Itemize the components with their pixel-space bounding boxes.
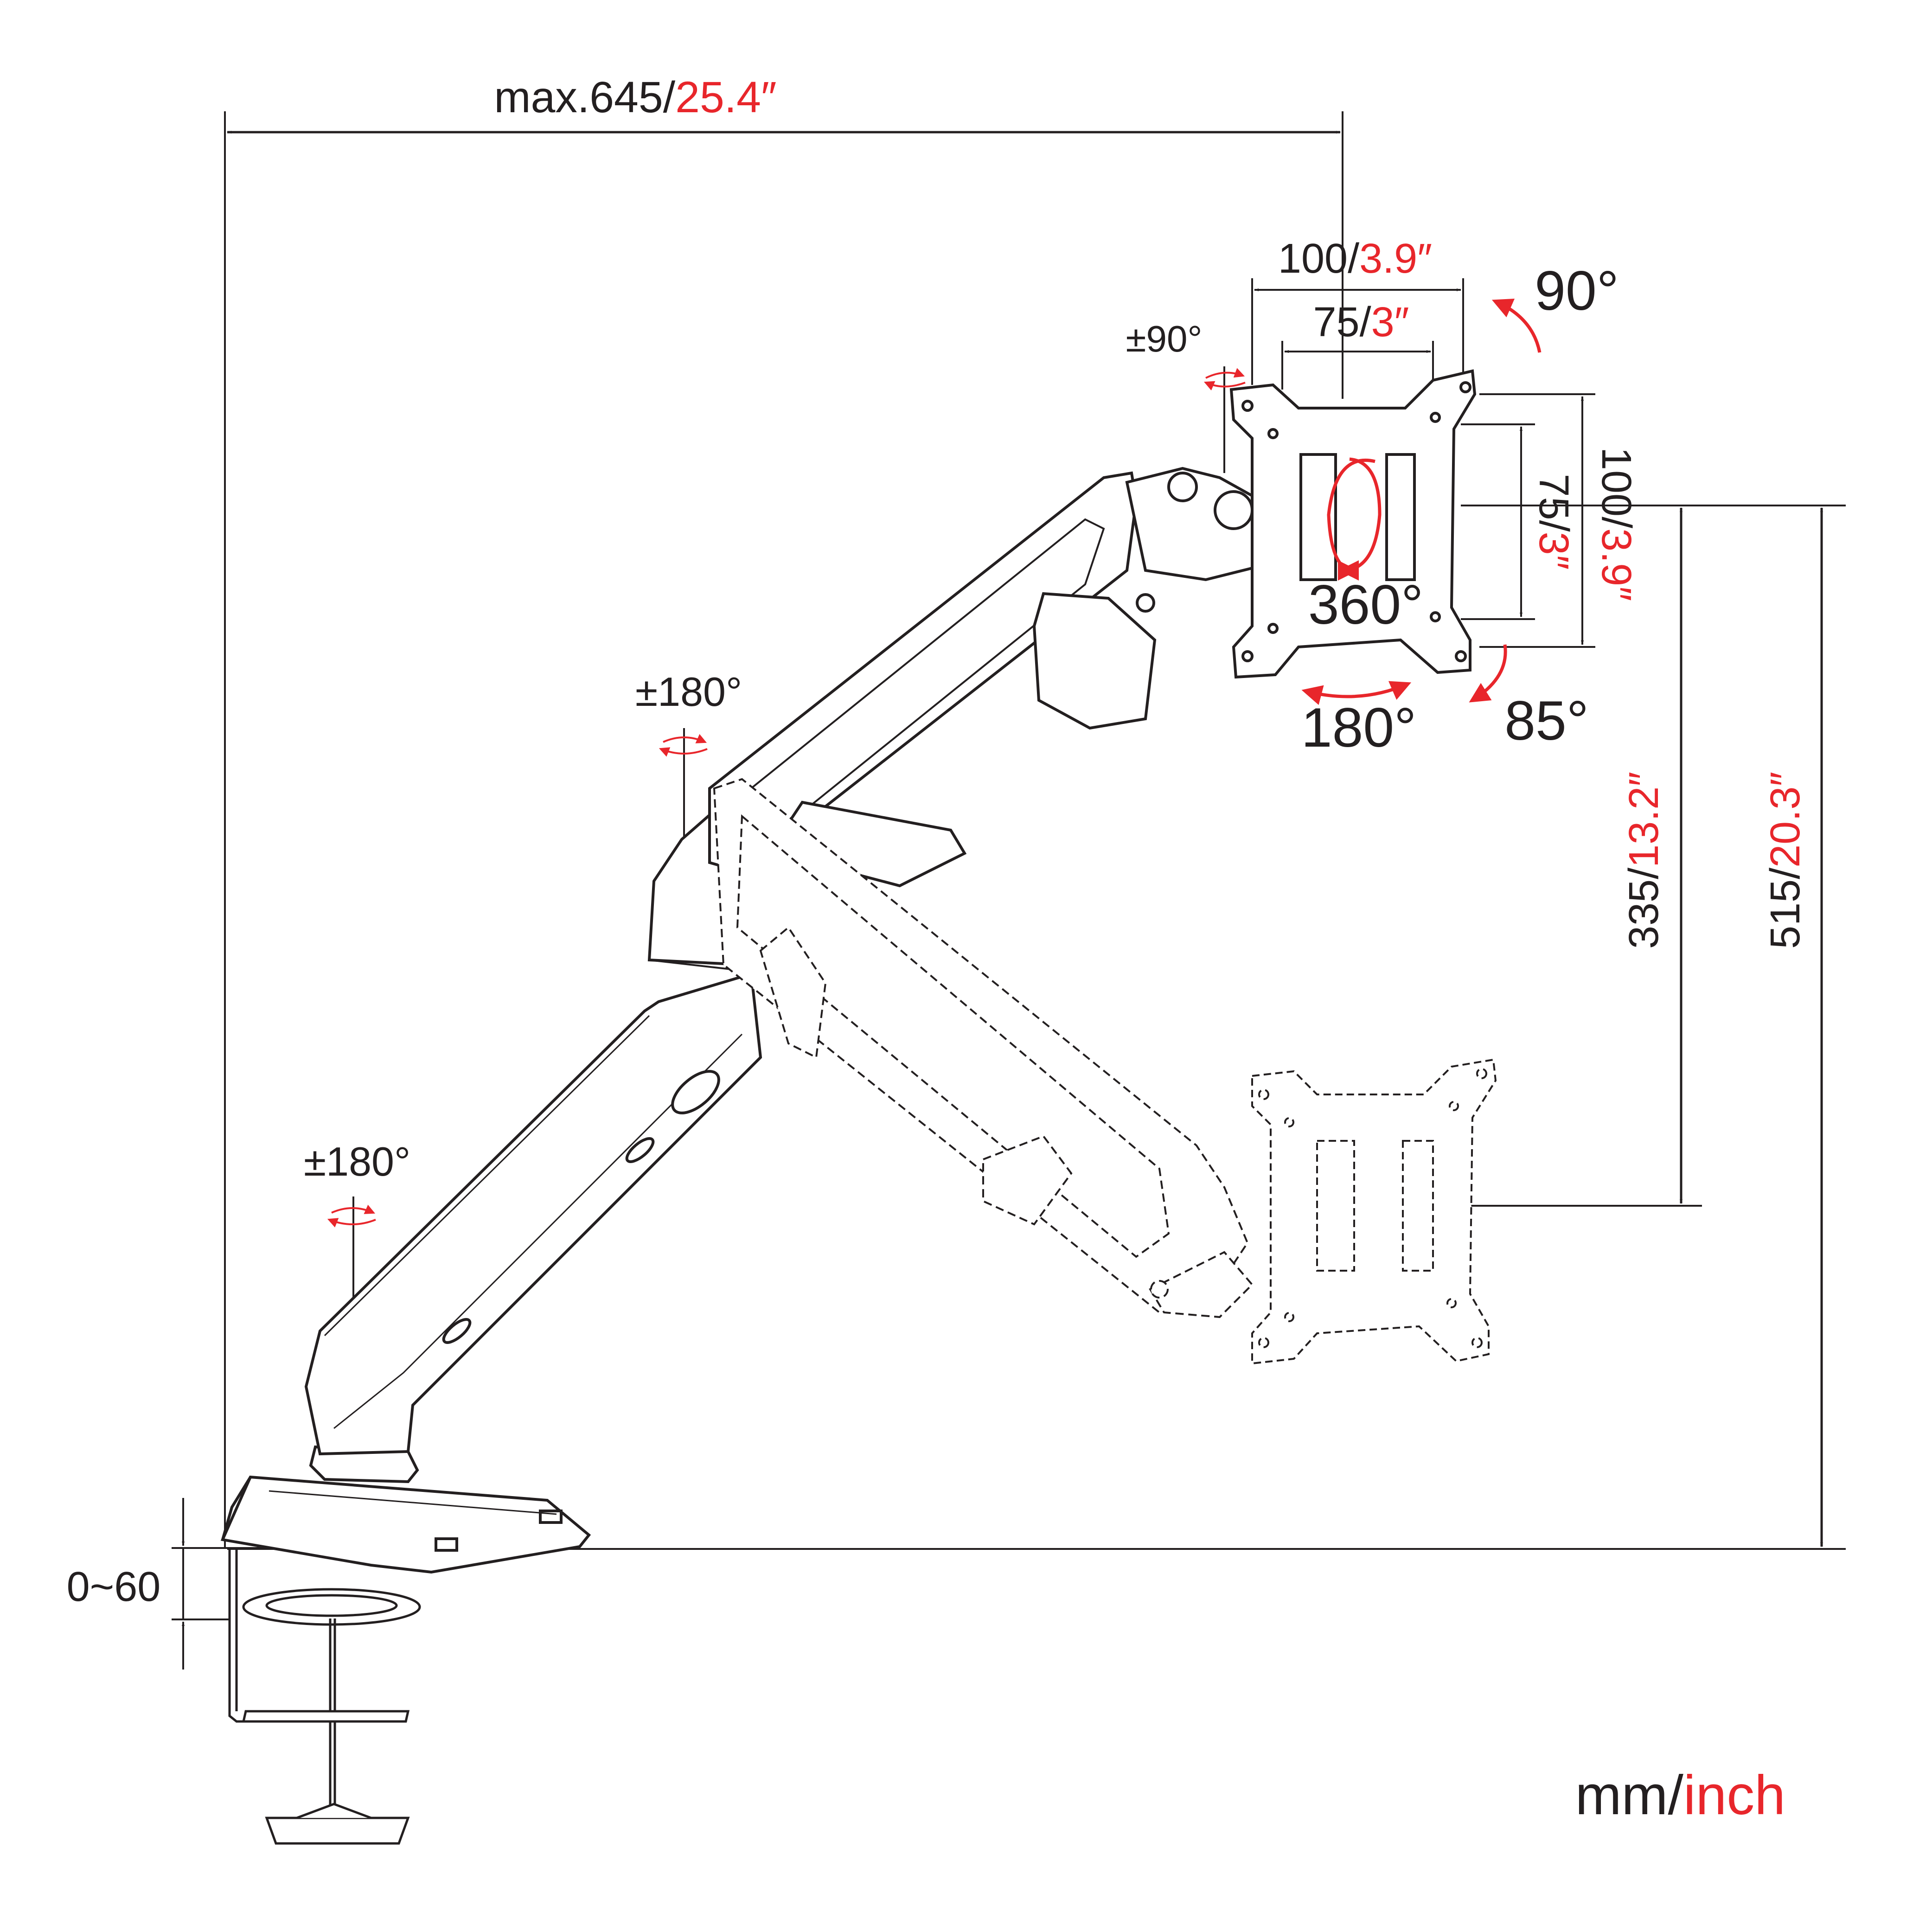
elbow-swivel-label: ±180°	[635, 669, 742, 715]
base-swivel-icon	[327, 1204, 376, 1228]
rotation-label: 360°	[1308, 574, 1423, 636]
elbow-swivel-icon	[659, 734, 708, 757]
vesa-inner-v-label: 75/3″	[1530, 473, 1577, 569]
vesa-inner-h-label: 75/3″	[1313, 299, 1409, 345]
max-reach-label: max.645/25.4″	[494, 73, 776, 122]
vesa-plate-lowered	[1251, 1058, 1497, 1365]
base-swivel-label: ±180°	[304, 1139, 410, 1184]
height-high-label: 515/20.3″	[1762, 772, 1809, 949]
swivel-arrow	[1301, 681, 1412, 705]
arm-base	[220, 1445, 591, 1574]
labels: max.645/25.4″ 100/3.9″ 75/3″ 100/3.9″ 75…	[67, 73, 1809, 1826]
tilt-up-label: 90°	[1535, 260, 1619, 322]
tilt-down-arrow	[1469, 644, 1507, 703]
upper-arm	[708, 467, 1263, 921]
head-swivel-icon	[1203, 368, 1246, 391]
height-low-label: 335/13.2″	[1621, 772, 1667, 949]
arm-lowered-position	[713, 778, 1254, 1318]
vesa-outer-h-label: 100/3.9″	[1278, 236, 1432, 282]
dimension-lines	[172, 111, 1846, 1670]
tilt-up-arrow	[1491, 298, 1542, 353]
desk-clamp-label: 0~60	[67, 1564, 161, 1610]
head-swivel-label: ±90°	[1126, 318, 1203, 359]
tilt-down-label: 85°	[1504, 690, 1588, 752]
desk-clamp	[228, 1549, 421, 1845]
lower-arm	[304, 796, 767, 1456]
vesa-outer-v-label: 100/3.9″	[1593, 447, 1639, 601]
motion-arrows	[327, 298, 1542, 1228]
vesa-plate-raised	[1229, 369, 1477, 679]
units-label: mm/inch	[1575, 1764, 1785, 1826]
swivel-label: 180°	[1301, 697, 1416, 759]
